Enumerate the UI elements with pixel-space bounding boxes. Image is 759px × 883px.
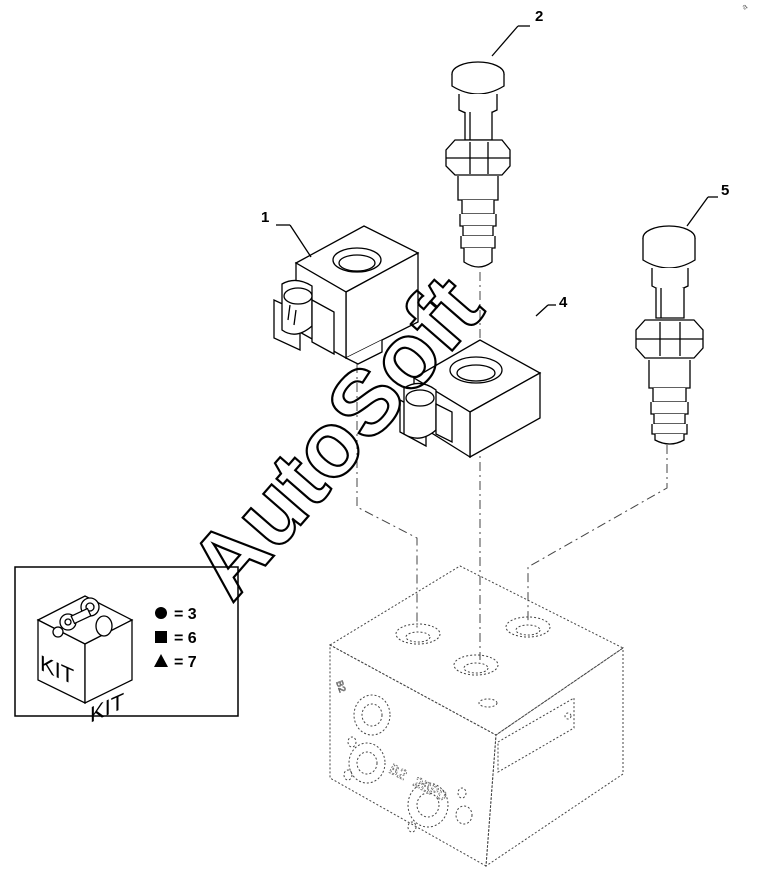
kit-row-circle: = 3 [174,606,197,623]
valve-cartridge-5 [635,196,718,445]
assembly-lines [356,272,668,660]
square-symbol [155,631,167,643]
callout-5: 5 [721,182,729,199]
callout-2: 2 [535,8,543,25]
valve-block: B2 2BPD B2 [328,565,624,867]
solenoid-coil-1 [273,224,420,365]
corner-mark: a [741,1,750,11]
block-marking-small: B2 [332,680,346,695]
kit-row-triangle: = 7 [174,654,197,671]
triangle-symbol [154,654,168,667]
kit-legend-box: KIT KIT = 3 = 6 = 7 [14,566,239,728]
valve-cartridge-2 [445,25,530,268]
kit-row-square: = 6 [174,630,197,647]
solenoid-coil-4 [399,304,556,459]
block-marking: B2 2BPD [386,761,450,806]
circle-symbol [155,607,167,619]
callout-4: 4 [559,294,568,311]
callout-1: 1 [261,209,269,226]
